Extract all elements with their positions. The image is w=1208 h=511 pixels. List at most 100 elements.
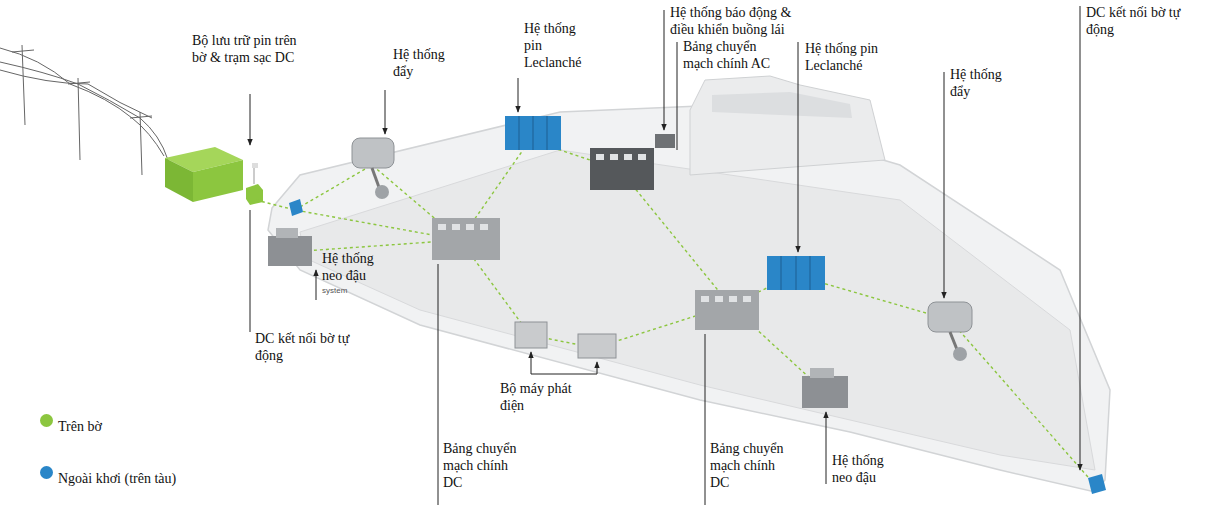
- legend-item: Ngoài khơi (trên tàu): [40, 470, 176, 487]
- shore-connector-part: [289, 199, 303, 216]
- leader-line-part: [1080, 6, 1081, 470]
- legend-swatch: [40, 414, 53, 427]
- power-grid-part: [0, 70, 152, 118]
- leader-line-part: [944, 72, 945, 298]
- callout-label: Hệ thống neo đậu: [832, 452, 900, 486]
- callout-label: DC kết nối bờ tự động: [1086, 4, 1182, 38]
- switchboard-part-part: [480, 224, 488, 230]
- leader-line-part: [385, 90, 386, 134]
- leader-line-part: [531, 352, 532, 374]
- switchboard-part-part: [438, 224, 446, 230]
- leader-line-part: [250, 94, 251, 145]
- switchboard-part-part: [466, 224, 474, 230]
- propulsion-system: [352, 138, 972, 361]
- callout-label: Hệ thống đẩy: [950, 66, 1016, 100]
- shore-battery-container-part: [165, 158, 193, 202]
- switchboard-part-part: [701, 296, 709, 302]
- power-cable-part: [295, 165, 825, 392]
- leader-line-part: [677, 42, 678, 150]
- ship-hull-part: [300, 150, 1095, 470]
- switchboard-part: [590, 148, 654, 190]
- callout-label: system: [322, 286, 362, 295]
- switchboard-part-part: [638, 154, 646, 160]
- switchboard-part-part: [452, 224, 460, 230]
- switchboard-part: [438, 154, 751, 302]
- generator-set-part: [578, 334, 616, 358]
- switchboard-part-part: [596, 154, 604, 160]
- switchboard-part: [432, 218, 500, 260]
- legend-text: Trên bờ: [58, 418, 102, 435]
- callout-label: Hệ thống báo động & điều khiển buồng lái: [670, 4, 815, 38]
- mooring-system-part: [268, 236, 312, 266]
- switchboard-part-part: [610, 154, 618, 160]
- callout-label: Hệ thống đẩy: [393, 46, 459, 80]
- ship-hull-part: [268, 106, 1110, 492]
- propulsion-system-part: [352, 138, 394, 168]
- callout-label: Bộ máy phát điện: [500, 380, 580, 414]
- power-grid-part: [140, 112, 142, 175]
- switchboard-part-part: [624, 154, 632, 160]
- propulsion-system-part: [375, 185, 389, 199]
- power-grid-part: [22, 45, 25, 125]
- propulsion-system-part: [928, 302, 972, 332]
- leader-line-part: [826, 412, 827, 484]
- switchboard-part-part: [715, 296, 723, 302]
- power-grid-part: [12, 50, 34, 52]
- leader-line-part: [798, 42, 799, 252]
- shore-battery-container-part: [246, 184, 263, 205]
- propulsion-system-part: [953, 347, 967, 361]
- battery-system-part: [505, 116, 561, 150]
- callout-label: Bảng chuyển mạch chính DC: [710, 440, 785, 491]
- switchboard-part: [695, 290, 759, 330]
- mooring-system-part: [276, 228, 298, 238]
- ship-hull-part: [712, 92, 852, 118]
- shore-connector: [289, 199, 1106, 494]
- legend-swatch: [40, 466, 53, 479]
- ship-hull-part: [690, 76, 885, 175]
- generator-set: [515, 322, 616, 358]
- power-grid: [0, 45, 168, 175]
- switchboard: [432, 134, 759, 330]
- leader-line-part: [316, 270, 317, 300]
- leader-line-part: [664, 10, 665, 130]
- shore-connector-part: [1088, 474, 1106, 494]
- callout-label: Hệ thống pin Leclanché: [805, 40, 897, 74]
- power-grid-part: [0, 62, 168, 160]
- leader-line-part: [705, 334, 706, 505]
- power-grid-part: [78, 78, 80, 160]
- battery-system-part: [796, 256, 797, 290]
- power-cable-part: [256, 140, 1095, 485]
- generator-set-part: [515, 322, 547, 348]
- battery-system-part: [547, 116, 548, 150]
- battery-system-part: [533, 116, 534, 150]
- leader-line-part: [438, 264, 439, 505]
- leader-line-part: [531, 374, 597, 375]
- shore-battery-container: [165, 147, 263, 205]
- switchboard-part: [655, 134, 675, 148]
- power-grid-part: [0, 48, 164, 156]
- legend-text: Ngoài khơi (trên tàu): [58, 470, 176, 487]
- battery-system: [505, 116, 825, 290]
- callout-label: Bộ lưu trữ pin trên bờ & trạm sạc DC: [192, 32, 298, 66]
- mooring-system-part: [810, 368, 834, 378]
- leader-line-part: [597, 362, 598, 374]
- callout-label: Bảng chuyển mạch chính DC: [443, 440, 518, 491]
- leader-line-part: [518, 78, 519, 112]
- ship-hull: [268, 76, 1110, 492]
- shore-battery-container-part: [193, 160, 243, 202]
- battery-system-part: [810, 256, 811, 290]
- leader-line-part: [250, 210, 251, 332]
- callout-label: Hệ thống pin Leclanché: [524, 20, 592, 71]
- switchboard-part-part: [729, 296, 737, 302]
- power-cable: [256, 140, 1095, 485]
- switchboard-part-part: [743, 296, 751, 302]
- battery-system-part: [519, 116, 520, 150]
- legend-item: Trên bờ: [40, 418, 102, 435]
- callout-label: DC kết nối bờ tự động: [255, 330, 350, 364]
- leader-line: [250, 6, 1080, 505]
- shore-battery-container-part: [252, 163, 258, 168]
- callout-label: Hệ thống neo đậu: [322, 250, 387, 284]
- battery-system-part: [781, 256, 782, 290]
- battery-system-part: [767, 256, 825, 290]
